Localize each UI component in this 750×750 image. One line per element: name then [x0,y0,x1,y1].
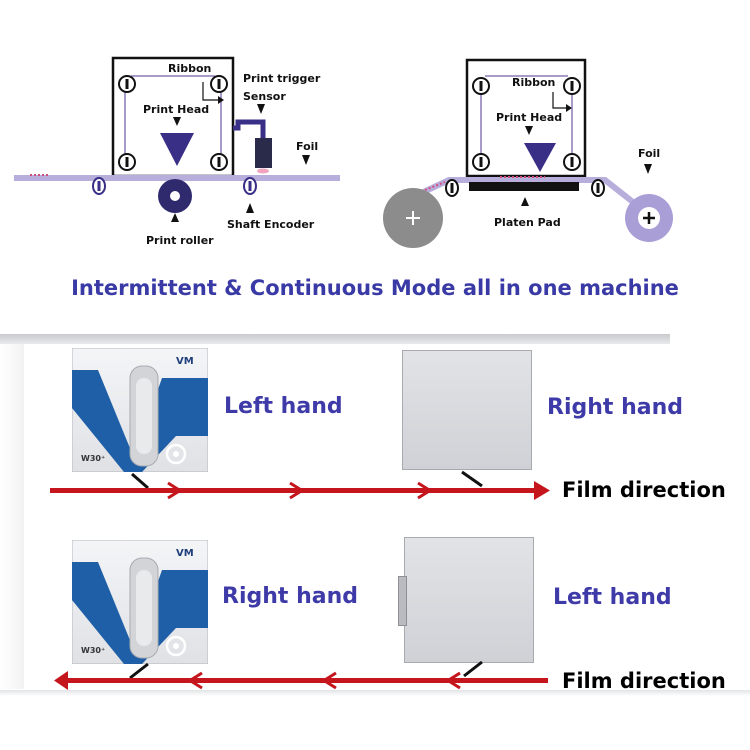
label-print-head-continuous: Print Head [496,111,562,124]
label-film-direction: Film direction [562,478,726,502]
brand-logo: VM [176,548,194,559]
label-print-roller: Print roller [146,234,214,247]
label-foil-continuous: Foil [638,147,660,160]
printer-unit-left-2: VM W30⁺ [71,539,209,665]
continuous-diagram: Ribbon Print Head Foil Platen Pad [383,58,673,248]
foil-line-continuous [413,177,645,213]
brand-logo: VM [176,356,194,367]
foil-line [14,175,340,181]
printer-box-right [402,350,532,470]
label-right-hand: Right hand [547,395,683,420]
label-ribbon: Ribbon [168,62,211,75]
model-label: W30⁺ [81,454,106,463]
label-film-direction-2: Film direction [562,669,726,693]
ribbon-roller-continuous [472,77,581,171]
label-ribbon-continuous: Ribbon [512,76,555,89]
printer-unit-left: VM W30⁺ [71,347,209,473]
box-side-bracket [398,576,407,626]
print-mode-diagram: Ribbon Print Head Print trigger Sensor F… [14,56,673,248]
film-arrow-left [54,660,548,690]
label-right-hand-2: Right hand [222,584,358,609]
model-label: W30⁺ [81,646,106,655]
printer-box-right-2 [404,537,534,663]
intermittent-diagram: Ribbon Print Head Print trigger Sensor F… [14,56,340,247]
headline: Intermittent & Continuous Mode all in on… [71,276,679,300]
label-left-hand: Left hand [224,394,343,419]
platen-pad [469,182,579,191]
print-head-shape [160,133,194,166]
label-sensor: Sensor [243,90,286,103]
panel-left-border [0,344,24,689]
film-arrow-right [50,470,550,500]
panel-bottom-border [0,690,750,696]
label-print-head: Print Head [143,103,209,116]
label-platen-pad: Platen Pad [494,216,561,229]
ribbon-roller [118,75,228,171]
label-left-hand-2: Left hand [553,585,672,610]
label-print-trigger: Print trigger [243,72,321,85]
trigger-sensor [255,138,272,168]
print-head-shape-continuous [524,143,556,172]
panel-top-border [0,334,670,344]
label-shaft-encoder: Shaft Encoder [227,218,315,231]
label-foil: Foil [296,140,318,153]
